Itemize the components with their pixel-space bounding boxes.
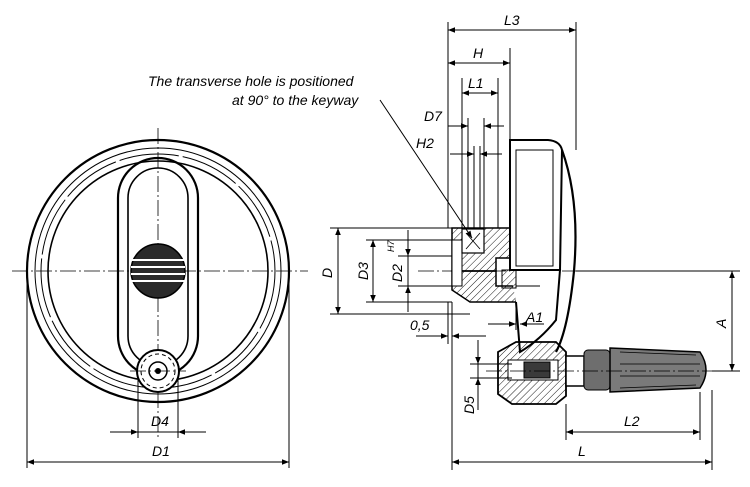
dim-label-H: H <box>473 45 484 61</box>
dim-label-D1: D1 <box>152 443 170 459</box>
front-handle-knob <box>130 349 186 393</box>
dim-label-L3: L3 <box>504 12 520 28</box>
dim-label-L2: L2 <box>624 413 640 429</box>
hub-grip <box>130 243 186 299</box>
wheel-profile <box>501 139 577 354</box>
dim-label-H2: H2 <box>416 135 434 151</box>
dim-label-A: A <box>713 319 729 329</box>
dim-label-D: D <box>319 268 335 278</box>
dim-label-D4: D4 <box>151 413 169 429</box>
dim-label-L1: L1 <box>468 75 484 91</box>
hub-section <box>451 227 517 303</box>
front-view: D4 D1 <box>12 128 308 468</box>
dim-label-L: L <box>578 443 586 459</box>
dim-label-A1: A1 <box>525 309 543 325</box>
note-line-1: The transverse hole is positioned <box>148 73 355 89</box>
dim-label-gap: 0,5 <box>410 317 430 333</box>
dim-label-D7: D7 <box>424 108 443 124</box>
handle-grip <box>609 347 707 393</box>
handle-grip-collar <box>583 349 611 391</box>
dim-label-D3: D3 <box>355 262 371 280</box>
crank-handle <box>486 341 716 405</box>
dim-tolerance-D2: H7 <box>386 240 396 252</box>
dim-label-D5: D5 <box>461 396 477 414</box>
side-view: L3 H L1 D7 H2 The transverse hole is pos… <box>148 12 740 470</box>
dim-label-D2: D2 <box>389 264 405 282</box>
note-line-2: at 90° to the keyway <box>232 92 359 108</box>
handwheel-rim-inner-edge <box>34 147 282 395</box>
